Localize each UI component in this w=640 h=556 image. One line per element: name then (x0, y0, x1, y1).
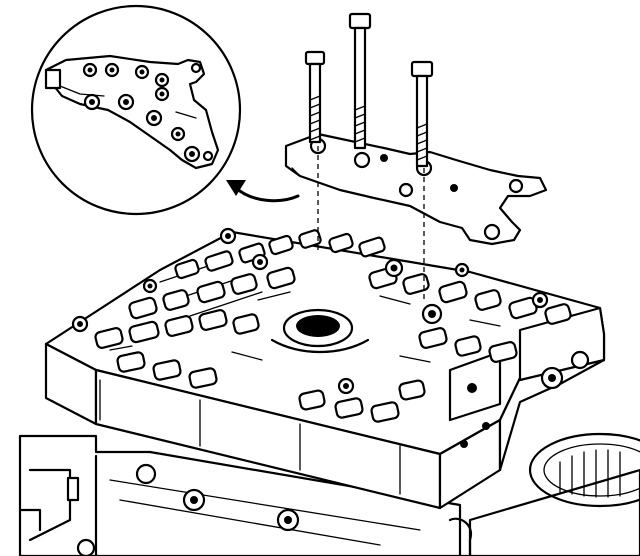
bolt-right (410, 60, 434, 168)
bolt-center (348, 12, 372, 150)
detail-inset (30, 4, 242, 216)
bolt-left (304, 50, 326, 144)
transmission-case (18, 432, 640, 556)
rotate-arrow (226, 180, 300, 203)
assembly-guides (317, 146, 425, 300)
valve-body (44, 227, 606, 510)
inset-plate (44, 54, 220, 170)
